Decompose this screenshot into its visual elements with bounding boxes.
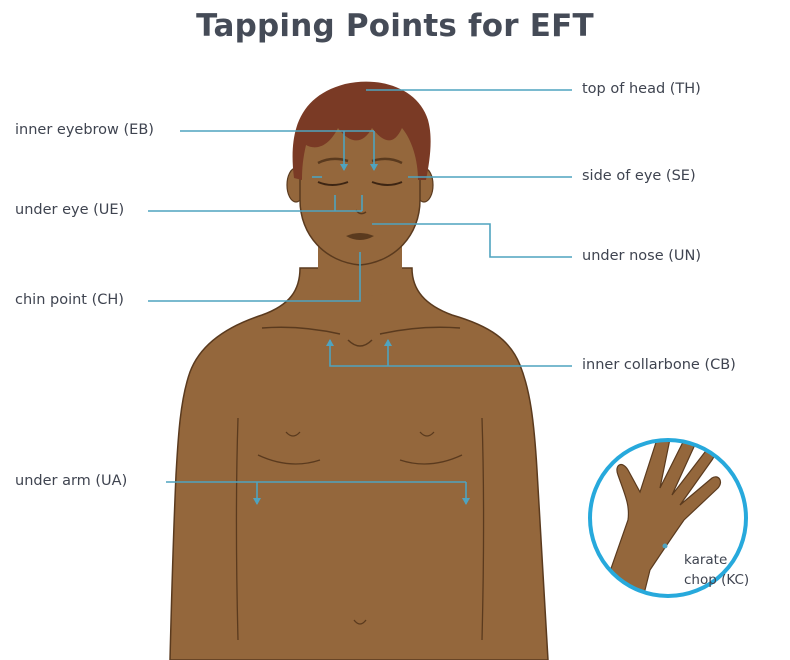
label-under-eye: under eye (UE) xyxy=(15,202,124,218)
label-side-of-eye: side of eye (SE) xyxy=(582,168,696,184)
label-karate-line2: chop (KC) xyxy=(684,572,749,588)
label-chin-point: chin point (CH) xyxy=(15,292,124,308)
label-karate-line1: karate xyxy=(684,552,727,568)
kc-point-dot xyxy=(663,544,668,549)
label-inner-eyebrow: inner eyebrow (EB) xyxy=(15,122,154,138)
label-under-nose: under nose (UN) xyxy=(582,248,701,264)
torso-shape xyxy=(170,268,548,660)
label-top-of-head: top of head (TH) xyxy=(582,81,701,97)
label-inner-collarbone: inner collarbone (CB) xyxy=(582,357,736,373)
label-under-arm: under arm (UA) xyxy=(15,473,127,489)
